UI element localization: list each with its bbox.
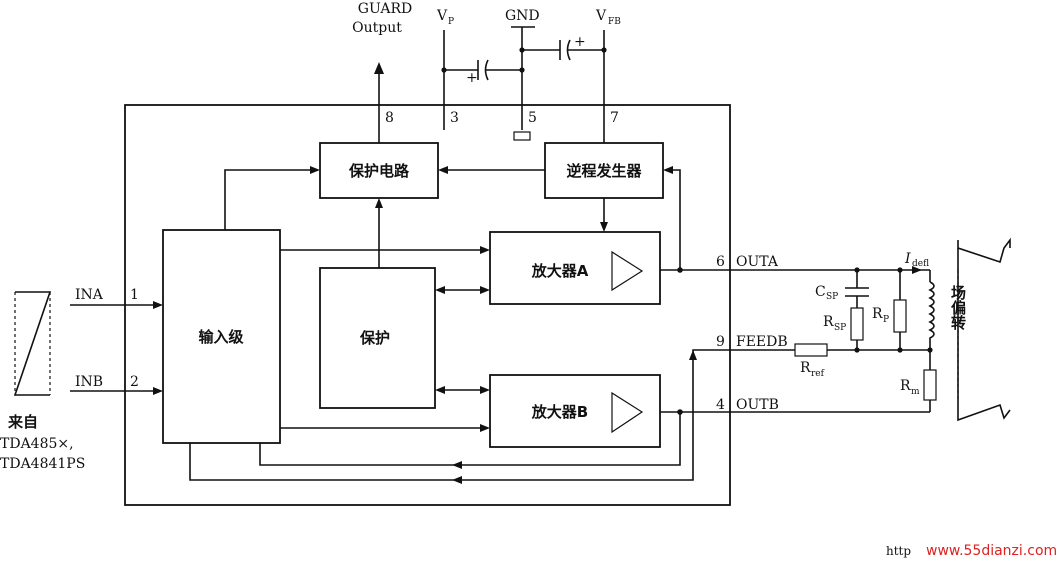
guard-label-line1: GUARD: [358, 1, 412, 17]
svg-text:ref: ref: [811, 369, 825, 379]
ina-label: INA: [75, 287, 104, 303]
gnd-pad-icon: [513, 131, 531, 141]
protect-label: 保护: [359, 329, 390, 347]
rref-resistor: [794, 343, 828, 357]
pin-1-label: 1: [130, 287, 139, 303]
protect-circuit-block: [319, 142, 439, 199]
rref-label: R: [800, 360, 811, 376]
watermark-prefix: http: [886, 544, 911, 558]
pin-5-label: 5: [528, 110, 537, 126]
protect-block: [319, 267, 436, 409]
rm-label: R: [900, 378, 911, 394]
pin-9-label: 9: [716, 334, 725, 350]
amp-a-block: [489, 231, 661, 305]
yoke-coil-icon: [928, 281, 935, 346]
pin-3-label: 3: [450, 110, 459, 126]
amp-b-label: 放大器B: [531, 403, 588, 421]
amp-b-block: [489, 374, 661, 448]
watermark: www.55dianzi.com: [926, 543, 1057, 559]
source-line3: TDA4841PS: [0, 456, 85, 472]
input-waveform-icon: [13, 291, 52, 396]
inb-label: INB: [75, 374, 103, 390]
csp-label: C: [815, 284, 826, 300]
pin-6-label: 6: [716, 254, 725, 270]
idefl-label: I: [904, 251, 911, 267]
input-stage-label: 输入级: [198, 328, 244, 346]
pin-7-label: 7: [610, 110, 619, 126]
outb-label: OUTB: [736, 397, 779, 413]
svg-text:+: +: [574, 34, 586, 50]
guard-label-line2: Output: [352, 20, 402, 36]
svg-text:P: P: [883, 315, 889, 325]
svg-text:SP: SP: [826, 292, 838, 302]
svg-text:SP: SP: [834, 323, 846, 333]
flyback-generator-label: 逆程发生器: [566, 162, 642, 180]
pin-2-label: 2: [130, 374, 139, 390]
pin-8-label: 8: [385, 110, 394, 126]
svg-text:FB: FB: [608, 17, 621, 27]
feedb-label: FEEDB: [736, 334, 788, 350]
outa-label: OUTA: [736, 254, 779, 270]
vfb-label: V: [595, 8, 607, 24]
svg-text:defl: defl: [912, 259, 929, 269]
rm-resistor: [923, 369, 937, 401]
amp-b-triangle-icon: [611, 391, 644, 434]
rsp-resistor: [850, 307, 864, 341]
amp-a-triangle-icon: [611, 250, 644, 292]
rp-label: R: [872, 306, 883, 322]
rsp-label: R: [823, 314, 834, 330]
svg-text:m: m: [911, 387, 920, 397]
vp-label: V: [436, 8, 448, 24]
protect-circuit-label: 保护电路: [348, 162, 410, 180]
input-stage-block: [162, 229, 281, 444]
deflection-waveform-icon: [957, 237, 1011, 264]
source-line2: TDA485×,: [0, 436, 74, 452]
rp-resistor: [893, 299, 907, 333]
svg-text:+: +: [466, 70, 478, 86]
svg-text:P: P: [448, 17, 454, 27]
source-line1: 来自: [7, 413, 38, 431]
amp-a-label: 放大器A: [531, 262, 589, 280]
gnd-label: GND: [505, 8, 540, 24]
pin-4-label: 4: [716, 397, 725, 413]
